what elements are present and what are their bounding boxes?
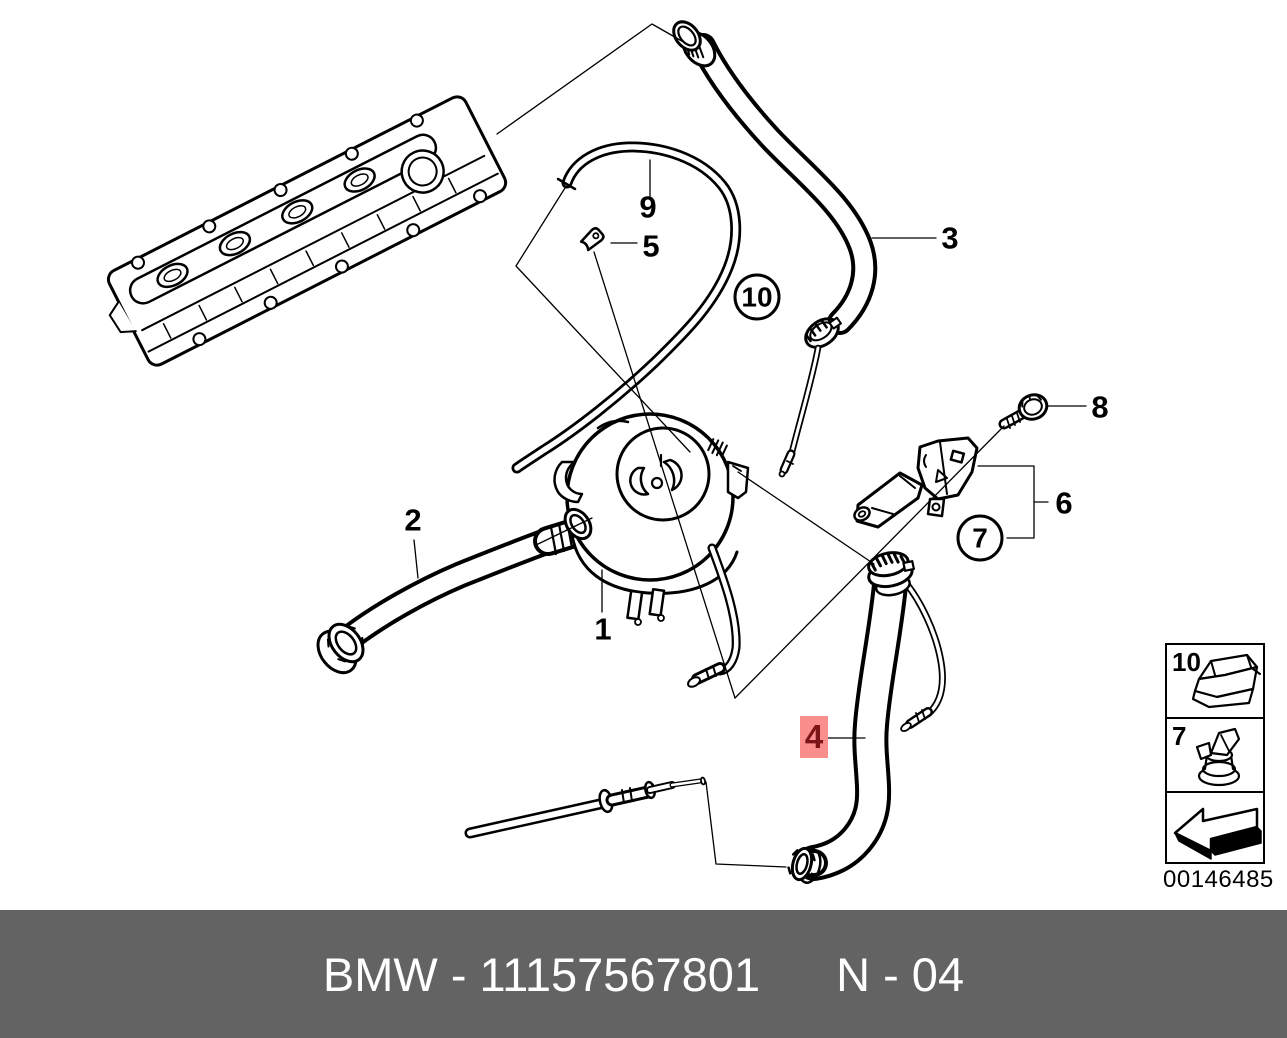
hose-clamp-10a-drawing	[804, 316, 842, 349]
legend-item-arrow	[1167, 793, 1263, 862]
direction-arrow-icon	[1173, 807, 1262, 860]
clip-5-drawing	[579, 227, 605, 252]
valve-cover-drawing	[106, 95, 508, 367]
callout-10-circled[interactable]: 10	[733, 273, 781, 321]
hose-clamp-icon	[1191, 653, 1261, 709]
callout-5[interactable]: 5	[642, 228, 660, 264]
callout-1[interactable]: 1	[594, 611, 612, 647]
callout-3[interactable]: 3	[941, 220, 959, 256]
vent-valve-icon	[1195, 727, 1241, 787]
leader-lines	[413, 23, 1087, 868]
legend-box: 10 7	[1165, 643, 1265, 864]
diagram-image-number: 00146485	[1163, 866, 1274, 893]
callout-8[interactable]: 8	[1091, 389, 1109, 425]
vent-pipe-4-drawing	[787, 551, 946, 884]
vent-hose-9-drawing	[511, 141, 742, 474]
valve-unit-1-drawing	[553, 412, 750, 688]
footer-bar: BMW - 11157567801 N - 04	[0, 910, 1287, 1038]
legend-item-7: 7	[1167, 719, 1263, 793]
vent-pipe-2-drawing	[316, 518, 589, 675]
footer-part-number: BMW - 11157567801	[322, 947, 761, 1001]
dipstick-drawing	[464, 776, 707, 839]
callout-9[interactable]: 9	[639, 189, 657, 225]
legend-item-10: 10	[1167, 645, 1263, 719]
vent-hose-3-drawing	[672, 20, 878, 478]
footer-code: N - 04	[836, 947, 965, 1001]
hose-clamp-10b-drawing	[867, 551, 915, 597]
callout-7-circled[interactable]: 7	[956, 514, 1004, 562]
legend-item-10-label: 10	[1172, 647, 1201, 677]
screw-8-drawing	[998, 393, 1049, 430]
callout-6[interactable]: 6	[1055, 485, 1073, 521]
bracket-6-drawing	[853, 436, 979, 529]
callout-4-highlighted[interactable]: 4	[800, 716, 828, 758]
callout-2[interactable]: 2	[404, 502, 422, 538]
legend-item-7-label: 7	[1172, 721, 1187, 751]
